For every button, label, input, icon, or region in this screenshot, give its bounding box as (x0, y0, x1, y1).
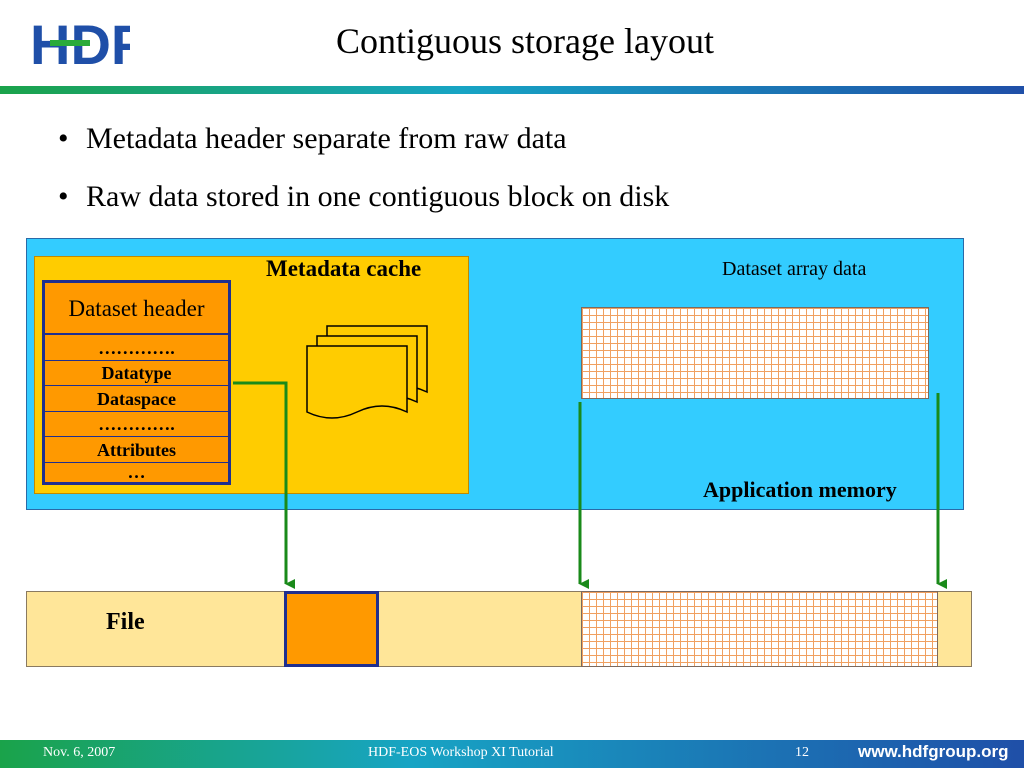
slide-title: Contiguous storage layout (336, 21, 714, 61)
footer-tutorial: HDF-EOS Workshop XI Tutorial (368, 745, 554, 760)
bullet-dot: • (58, 122, 69, 155)
dataset-header-row: Dataspace (45, 386, 228, 412)
bullet-text: Metadata header separate from raw data (86, 122, 567, 155)
bullet-item: • Raw data stored in one contiguous block… (58, 180, 669, 214)
metadata-cache-label: Metadata cache (266, 256, 422, 281)
dataset-header-title: Dataset header (45, 283, 228, 335)
footer-page-number: 12 (795, 745, 809, 760)
hdf-logo: HDF (30, 14, 130, 72)
footer-date: Nov. 6, 2007 (43, 745, 116, 760)
dataset-array-label: Dataset array data (722, 258, 867, 280)
file-array-grid (581, 591, 938, 667)
title-divider (0, 86, 1024, 94)
dataset-header-row: Datatype (45, 361, 228, 386)
dataset-header-row: Attributes (45, 437, 228, 463)
dataset-header-row: …………. (45, 412, 228, 437)
dataset-header-block: Dataset header …………. Datatype Dataspace … (42, 280, 231, 485)
footer-bar (0, 740, 1024, 768)
file-metadata-block (284, 591, 379, 667)
application-memory-label: Application memory (703, 477, 897, 502)
dataset-header-row: … (127, 462, 146, 482)
bullet-item: • Metadata header separate from raw data (58, 122, 567, 156)
footer-url: www.hdfgroup.org (858, 742, 1009, 761)
file-label: File (106, 609, 145, 635)
bullet-text: Raw data stored in one contiguous block … (86, 180, 670, 213)
dataset-header-row: …………. (45, 335, 228, 361)
bullet-dot: • (58, 180, 69, 213)
memory-array-grid (581, 307, 929, 399)
